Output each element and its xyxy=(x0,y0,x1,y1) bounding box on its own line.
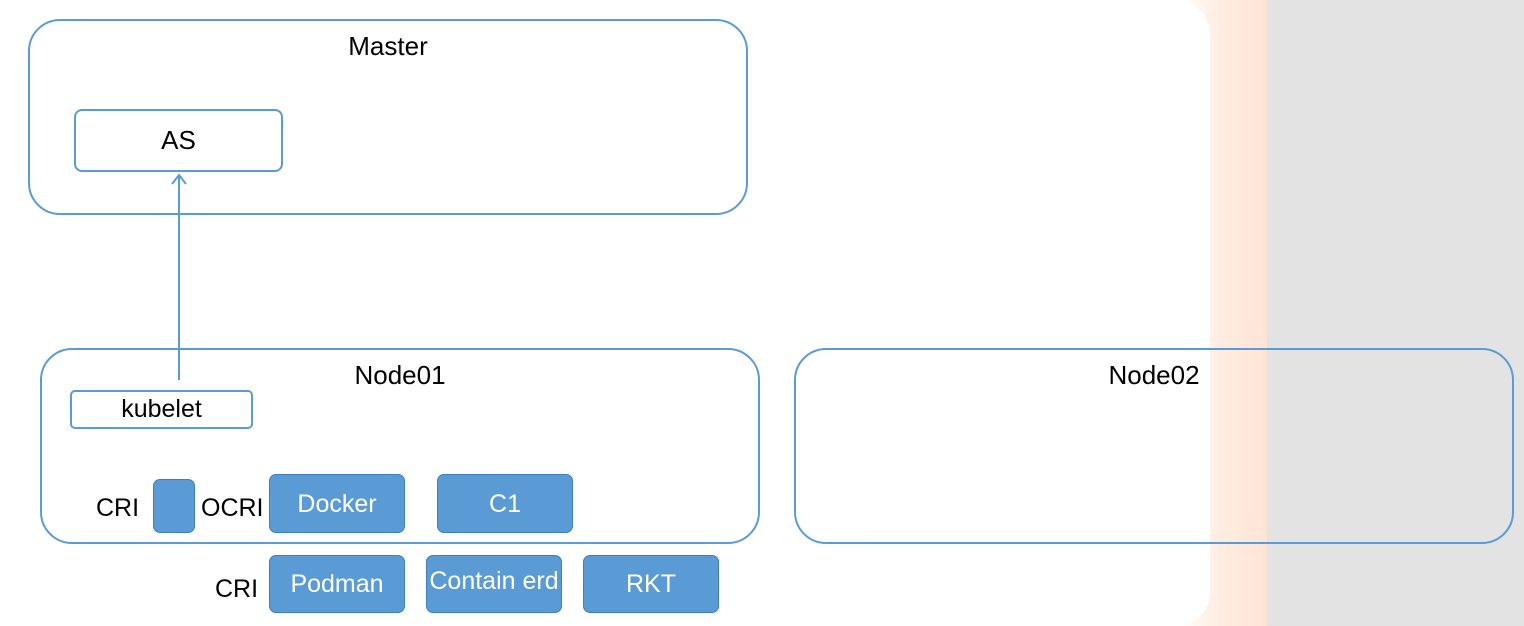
cri-containerd-label: Contain erd xyxy=(429,566,559,595)
runtime-docker-box: Docker xyxy=(269,474,405,533)
runtime-docker-label: Docker xyxy=(297,489,377,518)
kubelet-label: kubelet xyxy=(121,395,202,423)
node01-cri-label: CRI xyxy=(96,494,140,522)
api-server-label: AS xyxy=(161,125,196,155)
master-title: Master xyxy=(348,31,428,61)
cri-rkt-label: RKT xyxy=(626,570,676,598)
cri-interface-block xyxy=(153,479,195,533)
node01-container: Node01 xyxy=(40,348,760,544)
cri-podman-box: Podman xyxy=(269,555,405,613)
node02-container: Node02 xyxy=(794,348,1514,544)
kubelet-box: kubelet xyxy=(70,390,253,429)
right-background-panel xyxy=(1267,0,1524,626)
runtime-c1-label: C1 xyxy=(489,489,521,518)
runtime-c1-box: C1 xyxy=(437,474,573,533)
node01-title: Node01 xyxy=(354,360,446,390)
api-server-box: AS xyxy=(74,109,283,172)
master-container: Master xyxy=(28,19,748,215)
cri-rkt-box: RKT xyxy=(583,555,719,613)
diagram-canvas xyxy=(0,0,1210,626)
ocri-label: OCRI xyxy=(201,494,264,522)
cri-podman-label: Podman xyxy=(290,570,384,598)
cri-containerd-box: Contain erd xyxy=(426,555,562,613)
node02-title: Node02 xyxy=(1108,360,1200,390)
cri-implementations-label: CRI xyxy=(215,575,259,603)
